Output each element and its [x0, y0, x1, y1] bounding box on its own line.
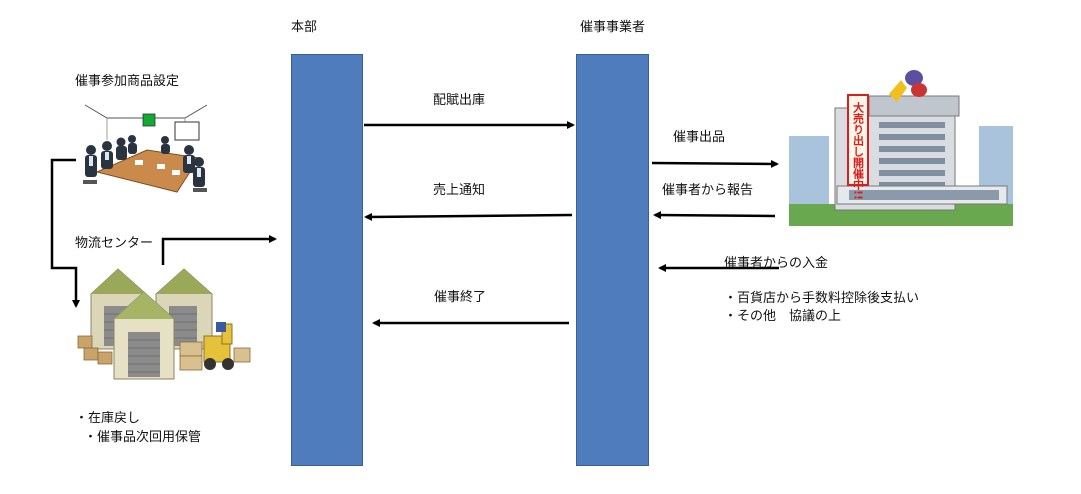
warehouse-note-1: ・在庫戻し	[75, 411, 141, 426]
warehouse-to-hq-arrow	[161, 235, 277, 265]
event-operator-header: 催事事業者	[580, 20, 646, 35]
warehouse-note-2: ・催事品次回用保管	[84, 430, 202, 445]
meeting-title: 催事参加商品設定	[75, 74, 180, 89]
payment-note-1: ・百貨店から手数料控除後支払い	[724, 291, 920, 306]
payment-label: 催事者からの入金	[724, 256, 829, 271]
report-label: 催事者から報告	[662, 183, 754, 198]
department-store-illustration: 大売り出し開催中!!	[789, 66, 1013, 226]
warehouse-title: 物流センター	[75, 236, 154, 251]
payment-note-2: ・その他 協議の上	[724, 309, 842, 324]
headquarters-header: 本部	[291, 20, 318, 35]
event-listing-label: 催事出品	[673, 130, 726, 145]
warehouse-illustration	[77, 268, 251, 380]
meeting-illustration	[83, 104, 208, 193]
event-end-label: 催事終了	[434, 290, 487, 305]
event-operator-bar	[576, 54, 649, 466]
report-arrow	[653, 211, 776, 220]
headquarters-bar	[291, 54, 363, 466]
sales-notice-label: 売上通知	[433, 183, 486, 198]
sales-notice-arrow	[364, 212, 573, 221]
store-banner-text: 大売り出し開催中!!	[852, 101, 865, 200]
event-listing-arrow	[651, 159, 779, 168]
meeting-to-warehouse-arrow	[50, 158, 80, 308]
ship-out-label: 配賦出庫	[433, 93, 486, 108]
